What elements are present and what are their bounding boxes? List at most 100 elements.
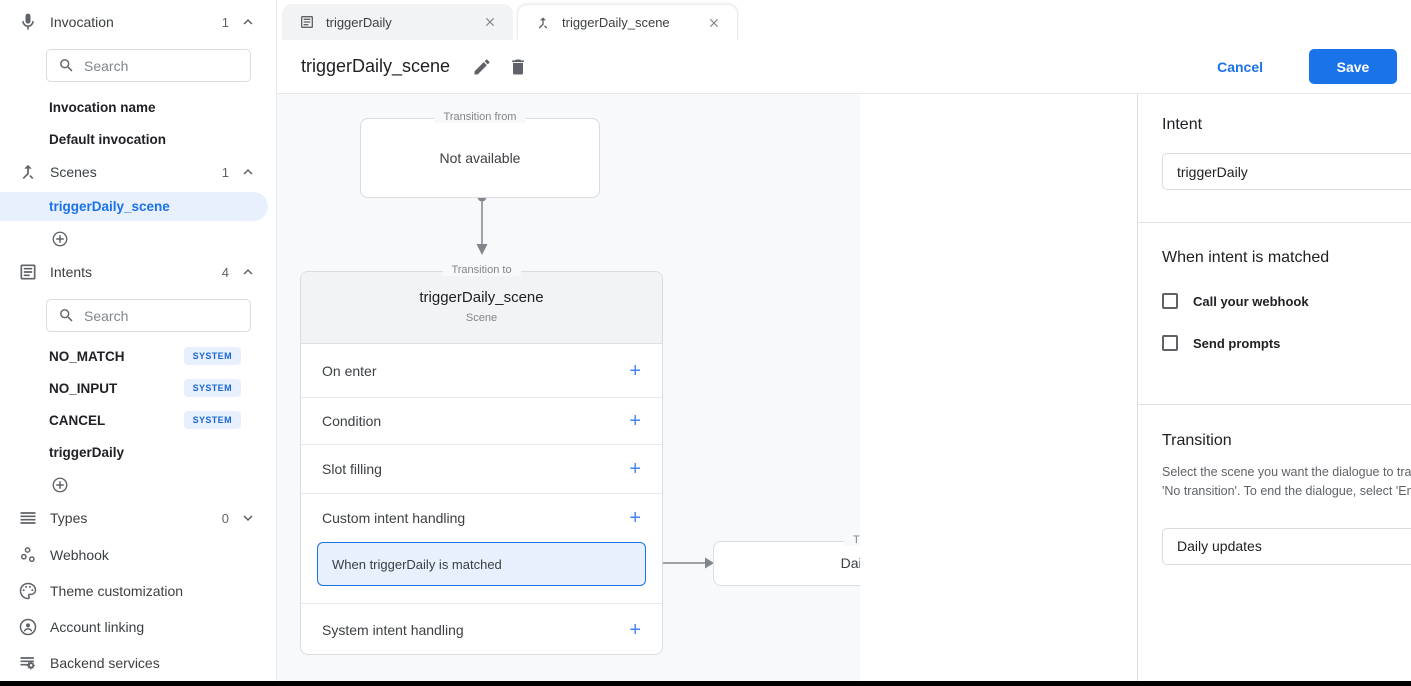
transition-from-value: Not available bbox=[439, 150, 521, 166]
intents-search[interactable] bbox=[46, 299, 251, 332]
panel-divider bbox=[1138, 404, 1411, 405]
search-icon bbox=[60, 309, 73, 322]
sidebar-item-no-input[interactable]: NO_INPUT SYSTEM bbox=[0, 373, 268, 403]
sidebar-item-no-match[interactable]: NO_MATCH SYSTEM bbox=[0, 341, 268, 371]
transition-from-legend: Transition from bbox=[434, 111, 526, 123]
sidebar-item-invocation-name[interactable]: Invocation name bbox=[49, 100, 156, 115]
add-icon[interactable]: + bbox=[629, 410, 641, 432]
types-section-label: Types bbox=[50, 510, 88, 526]
main-area: triggerDaily triggerDaily_scene triggerD… bbox=[277, 0, 1411, 681]
intents-search-input[interactable] bbox=[84, 307, 234, 324]
system-badge: SYSTEM bbox=[183, 347, 241, 365]
intent-detail-panel: Intent triggerDaily When intent is match… bbox=[1137, 94, 1411, 681]
cancel-button[interactable]: Cancel bbox=[1217, 58, 1263, 75]
scenes-section-label: Scenes bbox=[50, 164, 97, 180]
sidebar-item-triggerdaily[interactable]: triggerDaily bbox=[49, 444, 125, 460]
scene-row-condition[interactable]: Condition + bbox=[301, 398, 662, 445]
account-icon bbox=[19, 618, 37, 636]
invocation-search[interactable] bbox=[46, 49, 251, 82]
intent-select[interactable]: triggerDaily bbox=[1162, 153, 1411, 190]
scene-row-system-intent-handling[interactable]: System intent handling + bbox=[322, 619, 641, 641]
transition-target-legend: Transition to bbox=[843, 534, 860, 546]
prompts-checkbox-row: Send prompts bbox=[1162, 335, 1411, 351]
scene-row-slot-filling[interactable]: Slot filling + bbox=[301, 445, 662, 494]
transition-heading: Transition bbox=[1162, 432, 1232, 449]
intents-icon bbox=[20, 264, 36, 280]
call-webhook-label: Call your webhook bbox=[1193, 293, 1309, 309]
panel-section-transition: Transition Select the scene you want the… bbox=[1138, 405, 1411, 565]
add-intent-icon[interactable] bbox=[51, 476, 69, 494]
transition-description: Select the scene you want the dialogue t… bbox=[1162, 465, 1411, 499]
add-scene-icon[interactable] bbox=[51, 230, 69, 248]
delete-icon[interactable] bbox=[508, 57, 528, 77]
matched-heading: When intent is matched bbox=[1162, 249, 1330, 266]
sidebar-item-default-invocation[interactable]: Default invocation bbox=[49, 132, 167, 147]
intent-select-value: triggerDaily bbox=[1177, 163, 1248, 180]
scene-row-on-enter[interactable]: On enter + bbox=[301, 344, 662, 398]
chevron-down-icon[interactable] bbox=[239, 509, 257, 527]
add-icon[interactable]: + bbox=[629, 359, 641, 382]
add-icon[interactable]: + bbox=[629, 619, 641, 641]
tab-strip: triggerDaily triggerDaily_scene bbox=[277, 0, 1411, 40]
scene-icon bbox=[22, 164, 34, 180]
sidebar-item-account-linking[interactable]: Account linking bbox=[0, 612, 277, 642]
intent-icon bbox=[301, 16, 313, 28]
close-icon[interactable] bbox=[707, 16, 721, 30]
backend-services-icon bbox=[20, 657, 35, 670]
webhook-icon bbox=[20, 547, 35, 563]
sidebar-item-webhook[interactable]: Webhook bbox=[0, 540, 277, 570]
sidebar-item-triggerdaily-scene[interactable]: triggerDaily_scene bbox=[0, 192, 268, 221]
send-prompts-checkbox[interactable] bbox=[1162, 335, 1178, 351]
invocation-count: 1 bbox=[221, 14, 229, 30]
webhook-checkbox-row: Call your webhook bbox=[1162, 293, 1411, 309]
system-badge: SYSTEM bbox=[183, 411, 241, 429]
save-button[interactable]: Save bbox=[1309, 49, 1397, 84]
transition-target-value: Daily updates bbox=[840, 555, 860, 571]
tab-triggerdaily[interactable]: triggerDaily bbox=[282, 4, 513, 40]
types-count: 0 bbox=[221, 510, 229, 526]
bottom-bar bbox=[0, 681, 1411, 686]
scenes-count: 1 bbox=[221, 164, 229, 180]
transition-select-value: Daily updates bbox=[1177, 538, 1262, 555]
sidebar-section-scenes[interactable]: Scenes 1 bbox=[0, 158, 277, 186]
search-icon bbox=[60, 59, 73, 72]
add-icon[interactable]: + bbox=[629, 507, 641, 529]
matched-intent-item[interactable]: When triggerDaily is matched bbox=[317, 542, 646, 586]
types-icon bbox=[20, 512, 36, 524]
scene-canvas[interactable]: Transition from Not available Transition… bbox=[277, 94, 860, 681]
add-icon[interactable]: + bbox=[629, 458, 641, 480]
transition-select[interactable]: Daily updates bbox=[1162, 527, 1411, 565]
call-webhook-checkbox[interactable] bbox=[1162, 293, 1178, 309]
scene-node-subtitle: Scene bbox=[465, 312, 498, 324]
sidebar-section-types[interactable]: Types 0 bbox=[0, 504, 277, 532]
chevron-up-icon[interactable] bbox=[239, 163, 257, 181]
sidebar-section-invocation[interactable]: Invocation 1 bbox=[0, 8, 277, 36]
chevron-up-icon[interactable] bbox=[239, 13, 257, 31]
palette-icon bbox=[19, 582, 37, 600]
send-prompts-label: Send prompts bbox=[1193, 335, 1281, 351]
title-bar: triggerDaily_scene Cancel Save bbox=[277, 40, 1411, 94]
scene-node[interactable]: Transition to triggerDaily_scene Scene O… bbox=[300, 264, 663, 655]
close-icon[interactable] bbox=[483, 15, 497, 29]
scene-icon bbox=[538, 16, 548, 29]
invocation-section-label: Invocation bbox=[50, 14, 114, 30]
tab-triggerdaily-scene[interactable]: triggerDaily_scene bbox=[517, 4, 738, 40]
edit-icon[interactable] bbox=[472, 57, 492, 77]
transition-from-node[interactable]: Transition from Not available bbox=[360, 111, 600, 198]
transition-target-node[interactable]: Transition to Daily updates bbox=[713, 534, 860, 586]
scene-node-title: triggerDaily_scene bbox=[419, 289, 544, 306]
scene-row-custom-intent-handling[interactable]: Custom intent handling + bbox=[322, 507, 641, 529]
transition-to-legend: Transition to bbox=[442, 264, 521, 276]
intent-heading: Intent bbox=[1162, 116, 1203, 133]
chevron-up-icon[interactable] bbox=[239, 263, 257, 281]
panel-section-matched: When intent is matched Call your webhook… bbox=[1138, 223, 1411, 404]
sidebar-section-intents[interactable]: Intents 4 bbox=[0, 258, 277, 286]
sidebar-item-cancel[interactable]: CANCEL SYSTEM bbox=[0, 405, 268, 435]
sidebar-item-theme-customization[interactable]: Theme customization bbox=[0, 576, 277, 606]
sidebar-item-backend-services[interactable]: Backend services bbox=[0, 648, 277, 678]
panel-divider bbox=[1138, 222, 1411, 223]
scene-node-header: triggerDaily_scene Scene bbox=[301, 272, 662, 344]
intents-section-label: Intents bbox=[50, 264, 93, 280]
page-title: triggerDaily_scene bbox=[301, 56, 451, 76]
invocation-search-input[interactable] bbox=[84, 57, 234, 74]
